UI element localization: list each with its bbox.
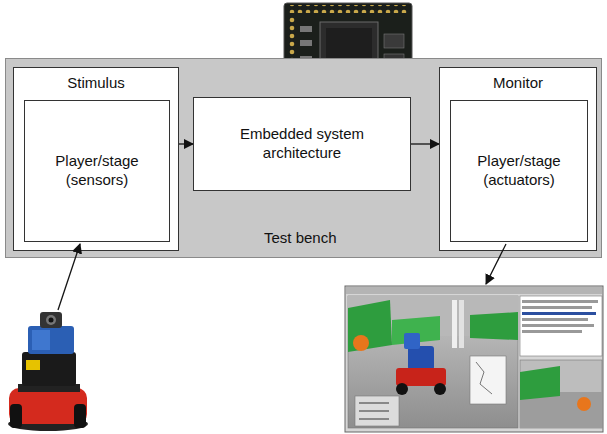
- panel-label: Test bench: [261, 229, 340, 248]
- architecture-box: Embedded system architecture: [193, 97, 411, 191]
- box-heading: Monitor: [440, 74, 596, 93]
- box-heading: Stimulus: [14, 74, 178, 93]
- leader-line: [486, 244, 506, 284]
- flow-arrow: [411, 143, 439, 144]
- flow-arrow: [179, 143, 193, 144]
- actuators-box: Player/stage (actuators): [450, 100, 588, 242]
- simulator-screenshot: [345, 286, 603, 432]
- test-bench-panel: Test bench StimulusPlayer/stage (sensors)…: [5, 58, 602, 258]
- box-label: Player/stage (sensors): [37, 152, 157, 190]
- monitor-box: MonitorPlayer/stage (actuators): [439, 67, 597, 251]
- robot-photo: [8, 312, 88, 431]
- leader-line: [58, 244, 80, 310]
- box-label: Embedded system architecture: [206, 125, 398, 163]
- sensors-box: Player/stage (sensors): [24, 100, 170, 242]
- box-label: Player/stage (actuators): [463, 152, 575, 190]
- stimulus-box: StimulusPlayer/stage (sensors): [13, 67, 179, 251]
